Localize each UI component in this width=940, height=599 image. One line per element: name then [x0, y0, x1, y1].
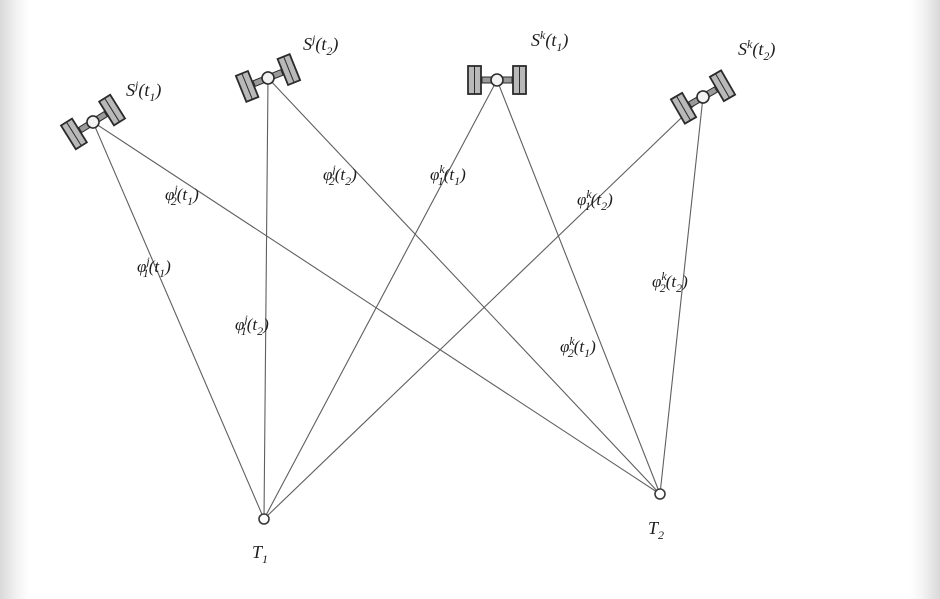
satellite-icon-Sj_t2: [234, 52, 302, 104]
satellite-body: [86, 115, 100, 129]
phase-line-Sk_t2-T2: [659, 96, 704, 495]
phase-line-Sj_t1-T1: [92, 121, 265, 520]
receiver-label-T1: T1: [252, 542, 268, 566]
satellite-label-Sj_t1: Sj(t1): [126, 78, 161, 104]
phase-line-Sk_t1-T1: [263, 79, 498, 520]
observation-lines: [92, 77, 704, 520]
satellite-icon-Sk_t1: [467, 65, 527, 95]
receiver-marker-T2: [654, 488, 666, 500]
satellite-icons: [59, 52, 737, 151]
satellite-label-Sk_t2: Sk(t2): [738, 37, 775, 63]
phase-line-Sj_t2-T2: [267, 77, 661, 495]
satellite-body: [490, 73, 504, 87]
satellite-icon-Sk_t2: [669, 69, 737, 125]
solar-panel-seam: [715, 73, 730, 99]
phase-line-Sj_t2-T1: [263, 77, 269, 520]
solar-panel-seam: [104, 97, 120, 123]
solar-panel-seam: [283, 56, 295, 83]
satellite-label-Sk_t1: Sk(t1): [531, 28, 568, 54]
satellite-icon-Sj_t1: [59, 93, 127, 151]
solar-panel-seam: [66, 121, 82, 147]
phase-line-Sk_t1-T2: [496, 79, 661, 495]
receiver-markers: [258, 488, 666, 525]
satellite-label-Sj_t2: Sj(t2): [303, 32, 338, 58]
solar-panel-seam: [676, 95, 691, 121]
receiver-marker-T1: [258, 513, 270, 525]
receiver-label-T2: T2: [648, 518, 664, 542]
phase-line-Sk_t2-T1: [263, 96, 704, 520]
satellite-body: [696, 90, 710, 104]
solar-panel-seam: [241, 73, 253, 100]
satellite-body: [261, 71, 275, 85]
